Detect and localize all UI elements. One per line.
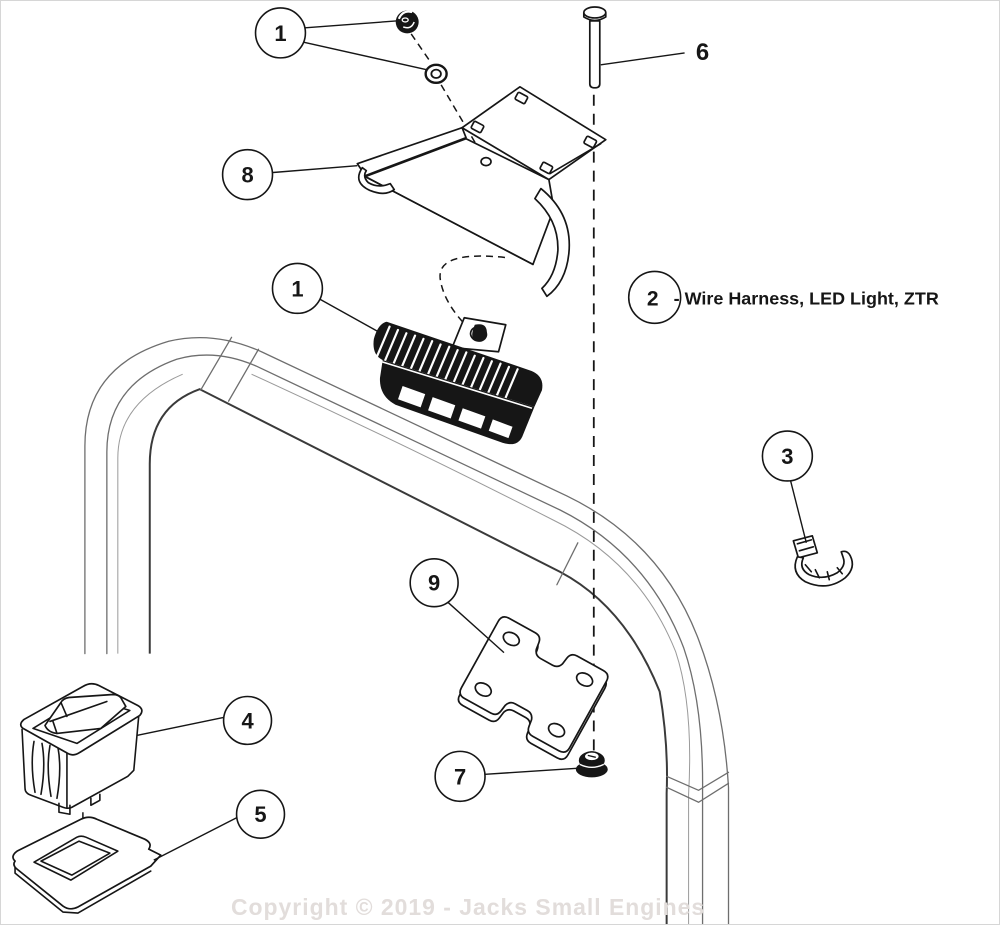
callout-bolt-label: 6 [696, 39, 709, 66]
nut-and-washer-drawing [395, 10, 482, 154]
callout-bracket-label: 8 [241, 163, 253, 188]
cable-clip-drawing [792, 534, 854, 587]
callout-backing-plate[interactable]: 9 [409, 557, 459, 608]
callout-hardware-top-label: 1 [274, 21, 286, 46]
callout-bracket[interactable]: 8 [221, 148, 274, 201]
callout-switch-label: 4 [241, 708, 254, 733]
callout-clip-label: 3 [781, 444, 793, 469]
callout-harness[interactable]: 2 - Wire Harness, LED Light, ZTR [627, 270, 939, 325]
roll-bar-drawing [84, 336, 730, 924]
carriage-bolt-drawing [582, 6, 607, 89]
mounting-bracket-drawing [356, 85, 607, 298]
led-light-drawing [373, 316, 543, 445]
bracket-holes [470, 91, 598, 175]
wire-harness-pigtail-drawing [439, 255, 506, 323]
callout-bezel[interactable]: 5 [235, 789, 286, 839]
callout-flange-nut[interactable]: 7 [434, 750, 486, 803]
callout-switch[interactable]: 4 [222, 695, 273, 746]
callout-led-light-label: 1 [291, 276, 303, 301]
callout-harness-label: 2 [647, 287, 659, 310]
callout-clip[interactable]: 3 [761, 430, 814, 482]
washer-drawing [424, 63, 448, 85]
callout-hardware-top[interactable]: 1 [254, 7, 307, 59]
callout-bezel-label: 5 [254, 802, 266, 827]
backing-plate-drawing [457, 616, 609, 761]
callout-bolt[interactable]: 6 [696, 39, 709, 66]
rocker-switch-drawing [19, 682, 143, 870]
leader-lines [136, 20, 808, 861]
flange-nut-drawing [575, 751, 608, 778]
callout-backing-plate-label: 9 [428, 571, 440, 596]
switch-bezel-drawing [12, 816, 162, 914]
harness-annotation: - Wire Harness, LED Light, ZTR [674, 288, 939, 308]
callout-flange-nut-label: 7 [454, 764, 466, 789]
callout-led-light[interactable]: 1 [271, 262, 324, 315]
copyright-watermark: Copyright © 2019 - Jacks Small Engines [231, 894, 705, 920]
